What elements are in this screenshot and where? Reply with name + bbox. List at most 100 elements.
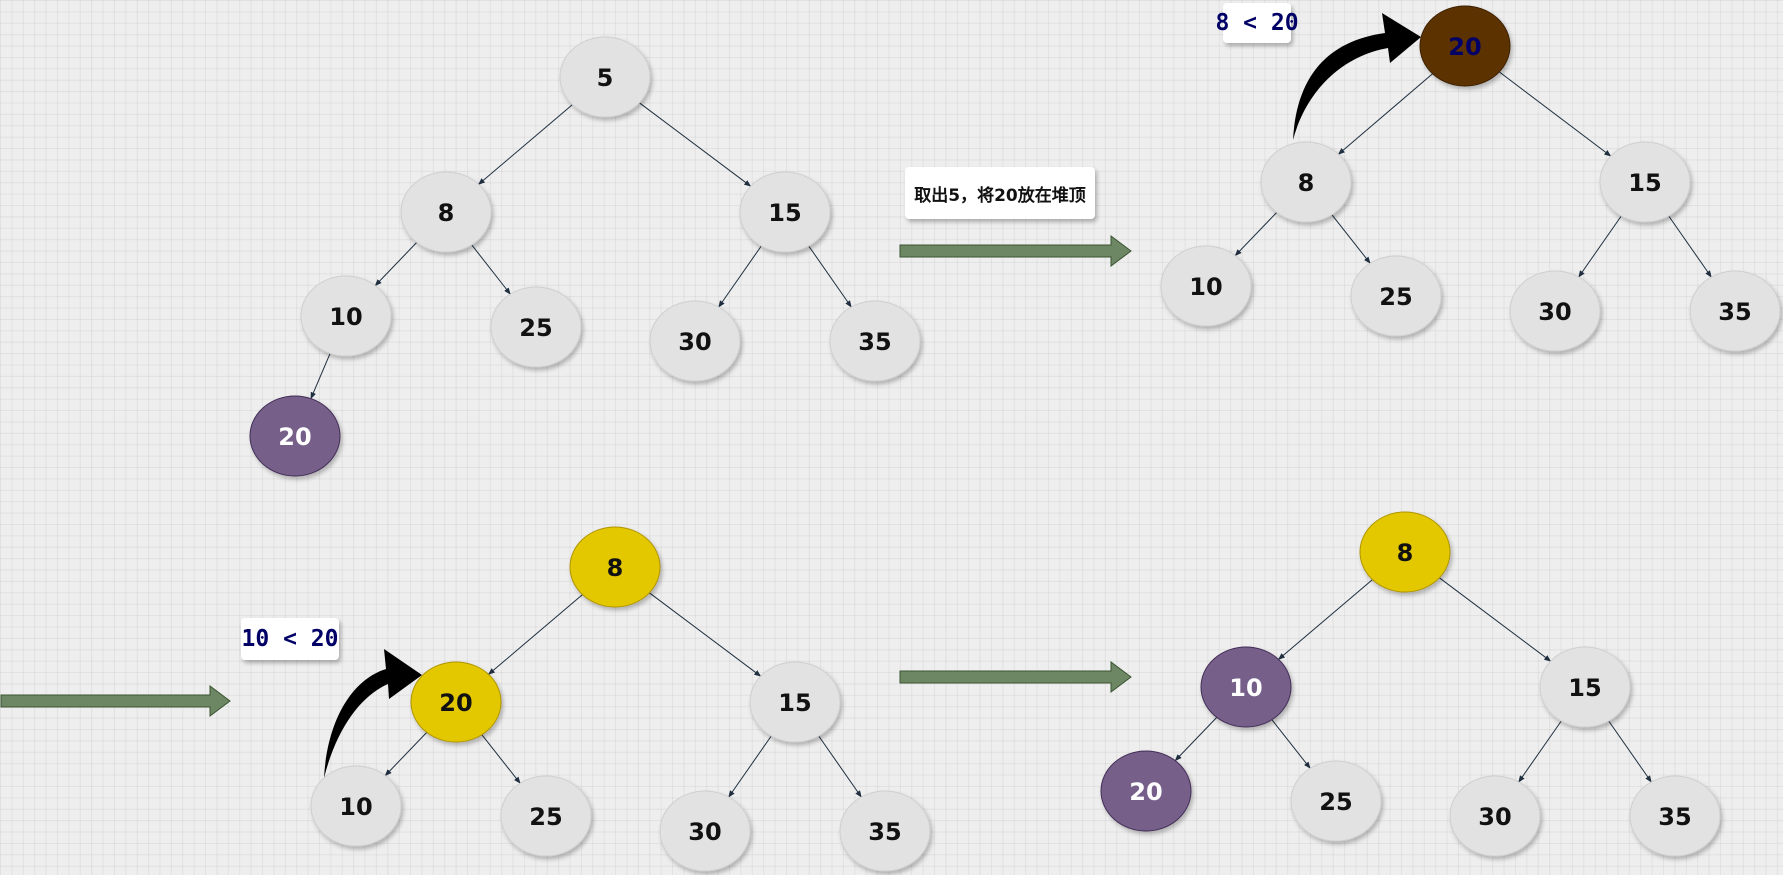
step3-node-circle — [749, 661, 841, 743]
step4-node-circle — [1359, 511, 1451, 593]
step4-node-circle — [1449, 775, 1541, 857]
step3-node-25: 25 — [500, 775, 592, 857]
step4-node-label: 25 — [1319, 788, 1352, 816]
step1-edge-10-20 — [310, 353, 331, 400]
step2-compare-label: 8 < 20 — [1215, 10, 1299, 36]
step2-node-8: 8 — [1260, 141, 1352, 223]
step4-node-label: 15 — [1568, 674, 1601, 702]
step4-node-15: 15 — [1539, 646, 1631, 728]
step4-node-8: 8 — [1359, 511, 1451, 593]
step3-node-label: 15 — [778, 689, 811, 717]
step3-node-circle — [839, 790, 931, 872]
step2-node-label: 25 — [1379, 283, 1412, 311]
step1-node-circle — [829, 300, 921, 382]
step2-node-circle — [1599, 141, 1691, 223]
step2-node-10: 10 — [1160, 245, 1252, 327]
step2-node-circle — [1260, 141, 1352, 223]
step4-node-30: 30 — [1449, 775, 1541, 857]
step4-edge-8-10 — [1278, 579, 1373, 660]
step2-node-label: 10 — [1189, 273, 1222, 301]
step4-node-circle — [1290, 760, 1382, 842]
step1-node-25: 25 — [490, 286, 582, 368]
step3-node-label: 10 — [339, 793, 372, 821]
step2-node-circle — [1689, 270, 1781, 352]
step2-node-35: 35 — [1689, 270, 1781, 352]
step2-edge-8-10 — [1234, 212, 1278, 257]
step2-edge-15-35 — [1668, 215, 1712, 278]
step1-node-label: 10 — [329, 303, 362, 331]
step2-node-circle — [1350, 255, 1442, 337]
step2-edge-20-15 — [1498, 71, 1612, 157]
step1-node-label: 5 — [597, 64, 614, 92]
step4-node-label: 35 — [1658, 803, 1691, 831]
step2-edge-15-30 — [1578, 215, 1622, 278]
step1-node-label: 25 — [519, 314, 552, 342]
step1-node-circle — [249, 395, 341, 477]
step4-node-label: 30 — [1478, 803, 1511, 831]
step2-node-circle — [1419, 5, 1511, 87]
step4-node-35: 35 — [1629, 775, 1721, 857]
step4-edge-8-15 — [1439, 577, 1552, 662]
step3-edge-15-30 — [728, 735, 772, 798]
step3-edge-8-20 — [488, 594, 583, 675]
step4-node-20: 20 — [1100, 750, 1192, 832]
step2-node-label: 8 — [1298, 169, 1315, 197]
step1-node-circle — [649, 300, 741, 382]
step3-node-circle — [500, 775, 592, 857]
step1-node-5: 5 — [559, 36, 651, 118]
step3-node-30: 30 — [659, 790, 751, 872]
step2-node-circle — [1160, 245, 1252, 327]
step4-edge-10-20 — [1174, 717, 1218, 762]
step3-node-circle — [659, 790, 751, 872]
step1-edge-15-35 — [808, 245, 852, 308]
step2-node-circle — [1509, 270, 1601, 352]
step3-node-label: 8 — [607, 554, 624, 582]
step1-node-label: 20 — [278, 423, 311, 451]
step1-edge-5-15 — [639, 102, 752, 187]
step2-node-label: 30 — [1538, 298, 1571, 326]
step3-compare-box: 10 < 20 — [241, 618, 339, 660]
step2-node-25: 25 — [1350, 255, 1442, 337]
step4-node-label: 20 — [1129, 778, 1162, 806]
step3-node-circle — [410, 661, 502, 743]
step4-node-10: 10 — [1200, 646, 1292, 728]
step3-edge-15-35 — [818, 735, 862, 798]
step4-node-circle — [1200, 646, 1292, 728]
step1-edge-15-30 — [718, 245, 762, 308]
step4-node-label: 10 — [1229, 674, 1262, 702]
step4-edge-15-35 — [1608, 720, 1652, 783]
step3-edge-20-10 — [384, 732, 428, 777]
step3-node-20: 20 — [410, 661, 502, 743]
step1-node-label: 35 — [858, 328, 891, 356]
swap-arrow-step3 — [324, 649, 422, 778]
step2-edge-20-8 — [1337, 73, 1433, 155]
step1-node-30: 30 — [649, 300, 741, 382]
step1-node-circle — [559, 36, 651, 118]
step3-compare-label: 10 < 20 — [241, 626, 339, 652]
step1-node-circle — [400, 171, 492, 253]
step3-node-circle — [569, 526, 661, 608]
step4-edge-15-30 — [1518, 720, 1562, 783]
step3-node-label: 30 — [688, 818, 721, 846]
step2-node-30: 30 — [1509, 270, 1601, 352]
step2-node-15: 15 — [1599, 141, 1691, 223]
step2-edge-8-25 — [1331, 214, 1371, 264]
step1-node-15: 15 — [739, 171, 831, 253]
step2-node-label: 15 — [1628, 169, 1661, 197]
step4-node-label: 8 — [1397, 539, 1414, 567]
step4-node-25: 25 — [1290, 760, 1382, 842]
transition-arrow-1-to-2 — [899, 235, 1132, 267]
step2-compare-box: 8 < 20 — [1215, 3, 1299, 43]
step1-edge-8-10 — [374, 242, 418, 287]
step4-node-circle — [1539, 646, 1631, 728]
step1-node-8: 8 — [400, 171, 492, 253]
step1-edge-8-25 — [471, 244, 511, 295]
step4-edge-10-25 — [1271, 719, 1311, 769]
step3-node-35: 35 — [839, 790, 931, 872]
step3-node-8: 8 — [569, 526, 661, 608]
step1-node-label: 30 — [678, 328, 711, 356]
step1-node-circle — [300, 275, 392, 357]
step1-node-label: 8 — [438, 199, 455, 227]
step4-node-circle — [1629, 775, 1721, 857]
